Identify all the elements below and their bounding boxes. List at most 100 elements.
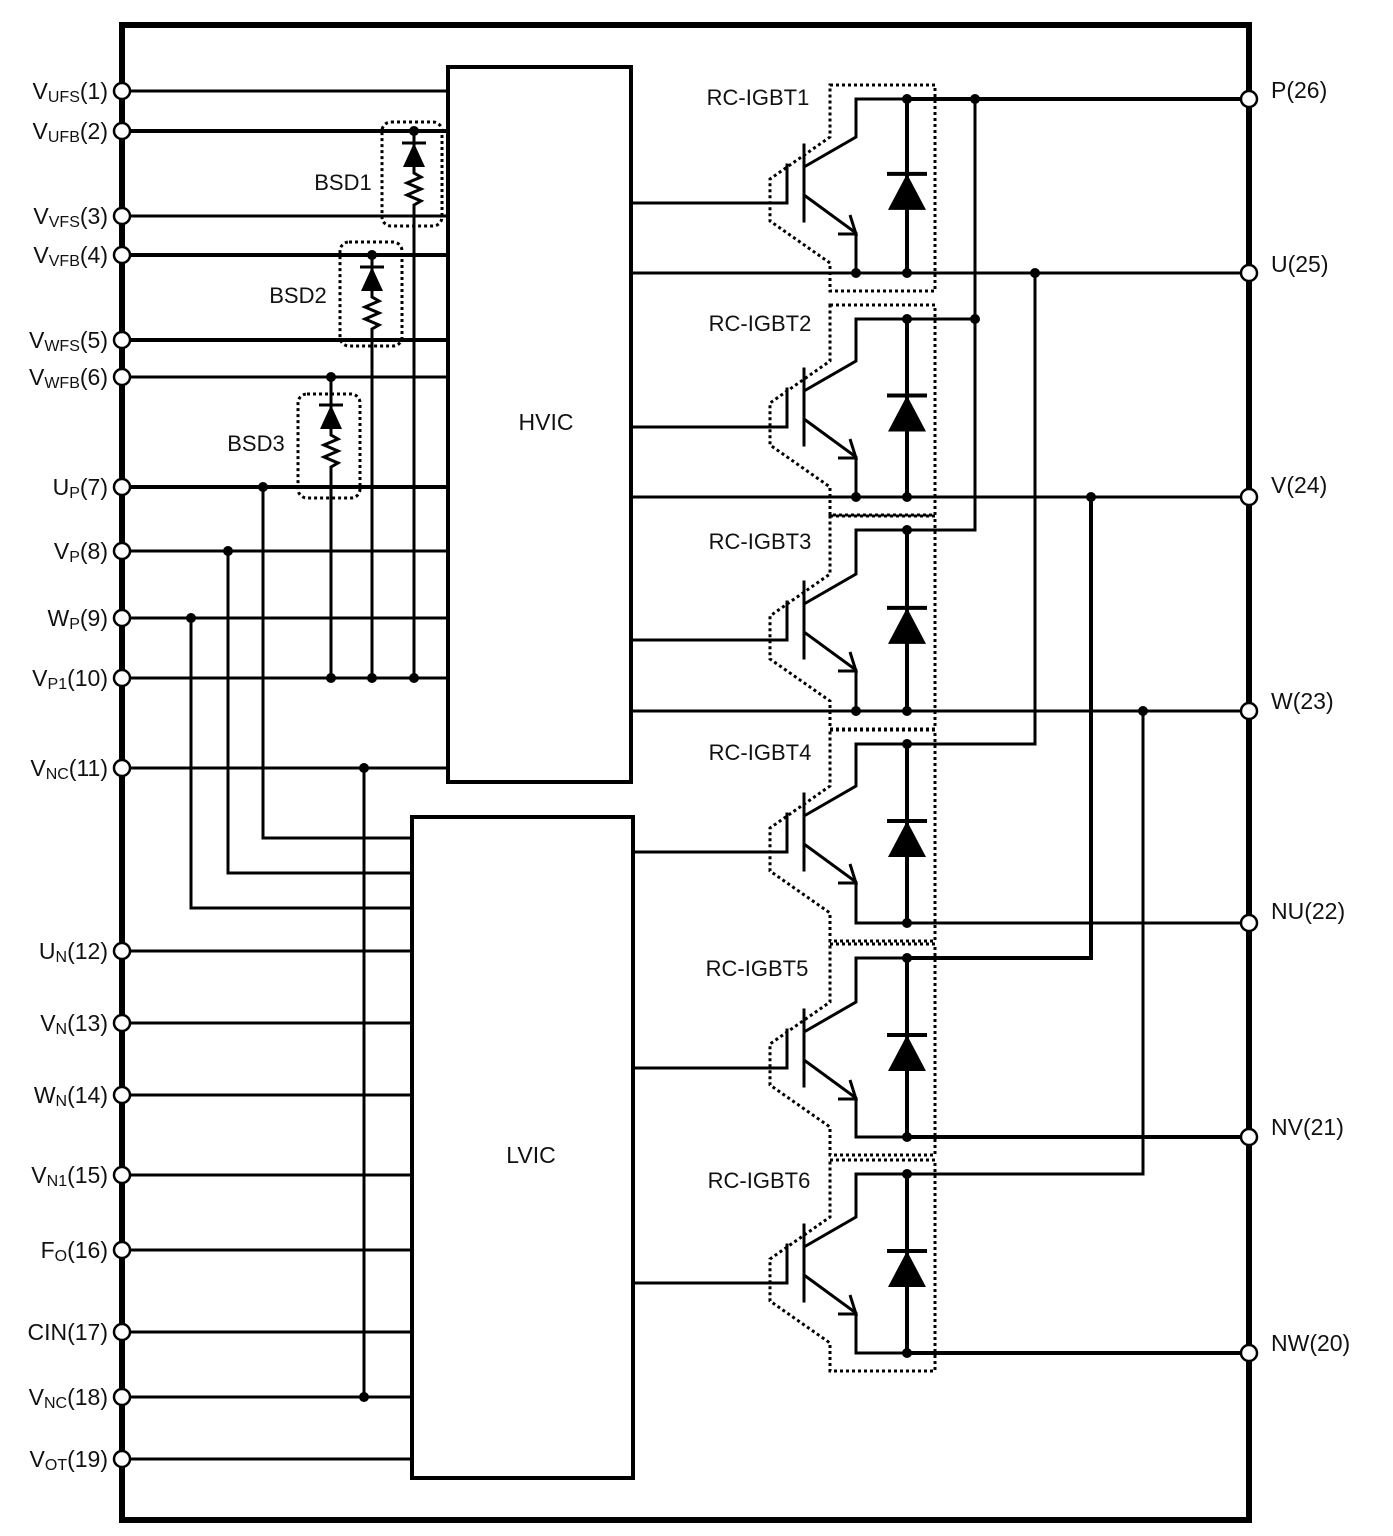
igbt4-emitter-arrow-icon [838,863,859,885]
pin-3-name: V [33,203,49,229]
junction-dot [902,94,912,104]
pin-8-name: V [54,538,70,564]
junction-dot [326,673,336,683]
pin-7-number: (7) [80,474,108,500]
junction-dot [902,953,912,963]
pin-8-terminal [112,541,132,561]
pin-17-terminal [112,1322,132,1342]
module-outline [119,22,1252,1523]
pin-11-subscript: NC [46,766,69,783]
pin-6-label: VWFB(6) [29,364,108,392]
pin-4-label: VVFB(4) [33,242,108,270]
junction-dot [902,525,912,535]
pin-10-number: (10) [67,665,108,691]
pin-4-terminal [112,245,132,265]
pin-5-terminal [112,330,132,350]
pin-18-terminal [112,1387,132,1407]
pin-16-subscript: O [55,1248,67,1265]
hvic-block [446,65,633,784]
pin-4-number: (4) [80,242,108,268]
pin-7-terminal [112,477,132,497]
pin-nu-22-label: NU(22) [1271,898,1345,924]
junction-dot [902,1169,912,1179]
bsd1-outline [380,120,444,228]
pin-1-number: (1) [80,78,108,104]
hvic-label: HVIC [519,409,574,435]
pin-1-subscript: UFS [48,89,80,106]
bsd1-diode-icon [403,143,425,167]
pin-18-number: (18) [67,1384,108,1410]
pin-8-subscript: P [69,549,80,566]
pin-15-label: VN1(15) [31,1162,108,1190]
junction-dot [970,314,980,324]
junction-dot [902,918,912,928]
igbt4-emitter [803,842,907,925]
junction-dot [902,706,912,716]
pin-12-number: (12) [67,938,108,964]
pin-9-name: W [47,605,69,631]
pin-17-name: CIN [27,1319,67,1345]
pin-15-terminal [112,1165,132,1185]
igbt3-outline [768,514,937,731]
pin-10-label: VP1(10) [32,665,108,693]
pin-15-subscript: N1 [47,1173,68,1190]
pin-2-name: V [33,118,49,144]
igbt3-diode-icon [888,607,926,644]
igbt4-diode-icon [888,820,926,857]
pin-8-label: VP(8) [54,538,108,566]
wires [119,22,1252,1523]
bsd3-diode-icon [320,405,342,429]
bsd3-label: BSD3 [227,431,284,456]
components [296,65,937,1480]
pin-11-terminal [112,758,132,778]
junction-dot [902,314,912,324]
pin-5-subscript: WFS [44,338,80,355]
igbt6-emitter [803,1273,907,1355]
igbt5-emitter-arrow-icon [838,1079,859,1101]
vp-to-lvic-wire [226,551,412,875]
pin-9-subscript: P [69,616,80,633]
pin-19-number: (19) [67,1446,108,1472]
pin-19-terminal [112,1449,132,1469]
igbt5-label: RC-IGBT5 [706,956,809,981]
igbt3-collector [803,528,907,606]
pin-12-terminal [112,941,132,961]
igbt4-label: RC-IGBT4 [709,740,812,765]
pin-u-25-label: U(25) [1271,251,1329,277]
pin-6-terminal [112,367,132,387]
pin-w-23-label: W(23) [1271,688,1334,714]
junction-dot [902,1348,912,1358]
bsd2-outline [338,240,404,348]
v-to-igbt5-wire [907,497,1093,960]
pin-14-subscript: N [56,1093,68,1110]
igbt1-outline [768,83,937,293]
pin-7-name: U [53,474,70,500]
pin-8-number: (8) [80,538,108,564]
junction-dot [359,1392,369,1402]
igbt2-collector [803,317,907,393]
bsd1-resistor-icon [403,168,425,213]
pin-15-name: V [31,1162,47,1188]
pin-14-name: W [34,1082,56,1108]
pin-1-terminal [112,81,132,101]
pin-23-terminal [1239,701,1259,721]
pin-v-24-label: V(24) [1271,472,1327,498]
pin-13-subscript: N [56,1021,68,1038]
pin-13-label: VN(13) [40,1010,108,1038]
junction-dot [367,250,377,260]
pin-3-terminal [112,206,132,226]
igbt1-emitter-arrow-icon [838,214,859,236]
pin-16-label: FO(16) [41,1237,108,1265]
pin-13-terminal [112,1013,132,1033]
junction-dot [409,673,419,683]
pin-24-terminal [1239,487,1259,507]
igbt1-label: RC-IGBT1 [707,85,810,110]
pin-10-subscript: P1 [48,676,68,693]
pin-4-name: V [33,242,49,268]
pin-10-terminal [112,668,132,688]
pin-2-label: VUFB(2) [33,118,108,146]
igbt1-emitter [803,193,907,275]
pin-22-terminal [1239,913,1259,933]
pin-nw-20-label: NW(20) [1271,1330,1350,1356]
igbt1-diode-icon [888,173,926,210]
